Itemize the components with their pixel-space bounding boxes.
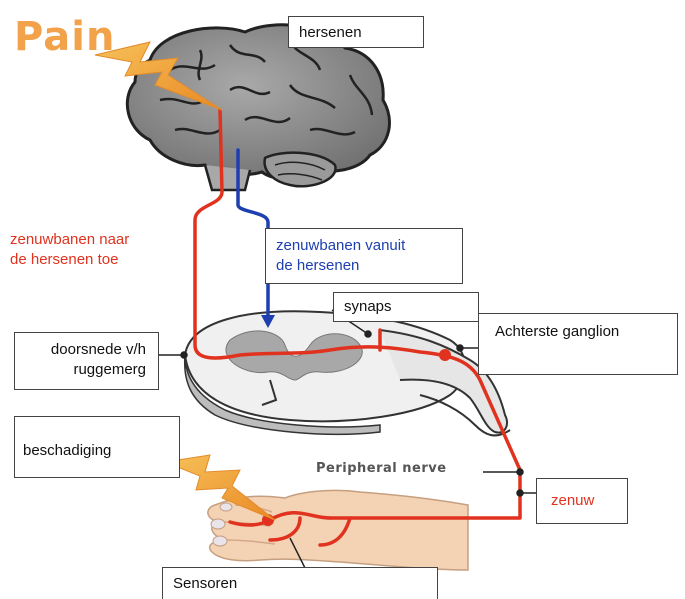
label-zenuw: zenuw: [536, 478, 628, 524]
label-naar-line1: zenuwbanen naar: [10, 230, 180, 250]
label-doorsnede-line1: doorsnede v/h: [27, 340, 146, 360]
label-sensoren-text: Sensoren: [173, 574, 427, 594]
label-synaps-text: synaps: [344, 297, 468, 317]
label-hersenen: hersenen: [288, 16, 424, 48]
label-vanuit-line1: zenuwbanen vanuit: [276, 236, 452, 256]
label-zenuwbanen-vanuit: zenuwbanen vanuit de hersenen: [265, 228, 463, 284]
ganglion-cell-body: [439, 349, 451, 361]
spinal-cord-section: [185, 311, 510, 435]
label-synaps: synaps: [333, 292, 479, 322]
label-naar-line2: de hersenen toe: [10, 250, 180, 270]
label-beschadiging-text: beschadiging: [23, 441, 171, 461]
label-hersenen-text: hersenen: [299, 23, 413, 43]
label-vanuit-line2: de hersenen: [276, 256, 452, 276]
pain-title: Pain: [14, 14, 115, 60]
label-sensoren: Sensoren: [162, 567, 438, 599]
label-zenuwbanen-naar: zenuwbanen naar de hersenen toe: [2, 222, 188, 282]
label-achterste-ganglion: Achterste ganglion: [478, 313, 678, 375]
label-doorsnede: doorsnede v/h ruggemerg: [14, 332, 159, 390]
label-doorsnede-line2: ruggemerg: [27, 360, 146, 380]
label-zenuw-text: zenuw: [551, 491, 613, 511]
peripheral-nerve-label: Peripheral nerve: [316, 461, 447, 476]
label-ganglion-text: Achterste ganglion: [495, 322, 661, 342]
brain: [127, 25, 389, 190]
label-beschadiging: beschadiging: [14, 416, 180, 478]
